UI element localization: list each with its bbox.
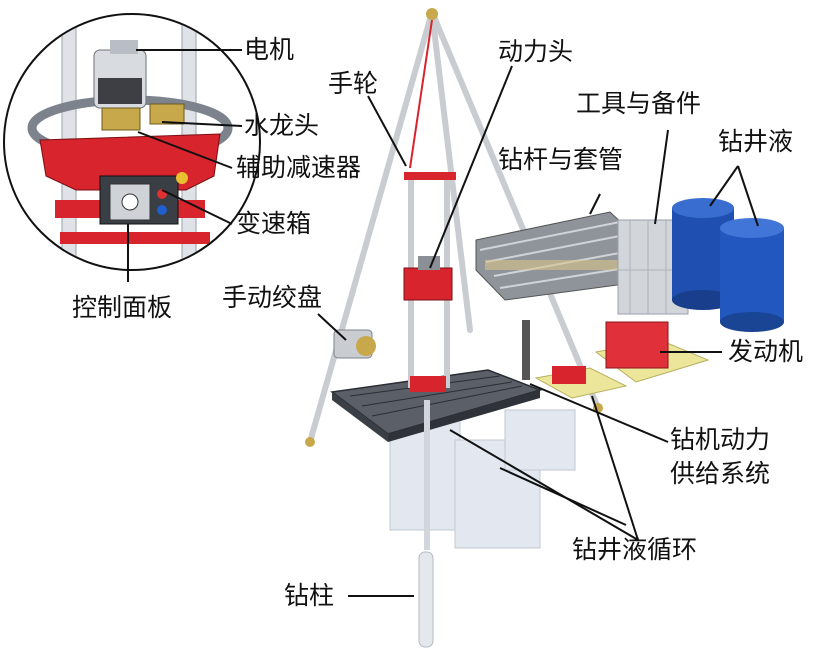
label-control-panel: 控制面板 xyxy=(72,293,173,322)
fluid-barrels xyxy=(672,198,784,332)
label-tools-spares: 工具与备件 xyxy=(576,89,702,118)
label-power-supply-2: 供给系统 xyxy=(670,459,771,488)
label-drill-string: 钻柱 xyxy=(284,581,335,610)
power-head-shape xyxy=(403,267,453,301)
label-rods-casing: 钻杆与套管 xyxy=(498,145,624,174)
drill-string xyxy=(418,400,434,648)
label-manual-winch: 手动绞盘 xyxy=(222,283,323,312)
leader-lines xyxy=(127,49,759,597)
label-power-head: 动力头 xyxy=(498,37,574,66)
label-swivel: 水龙头 xyxy=(244,111,320,140)
label-handwheel: 手轮 xyxy=(328,69,379,98)
label-engine: 发动机 xyxy=(728,337,804,366)
label-drilling-fluid: 钻井液 xyxy=(718,127,794,156)
engine xyxy=(594,321,710,383)
power-supply-unit xyxy=(522,320,628,399)
label-fluid-circulation: 钻井液循环 xyxy=(572,535,698,564)
label-gearbox: 变速箱 xyxy=(236,209,312,238)
mast xyxy=(403,172,456,392)
label-aux-reducer: 辅助减速器 xyxy=(236,153,362,182)
rods-casing-rack xyxy=(475,211,641,301)
label-motor: 电机 xyxy=(244,35,295,64)
tripod xyxy=(307,9,601,445)
detail-inset xyxy=(3,13,261,271)
label-power-supply-1: 钻机动力 xyxy=(670,425,771,454)
